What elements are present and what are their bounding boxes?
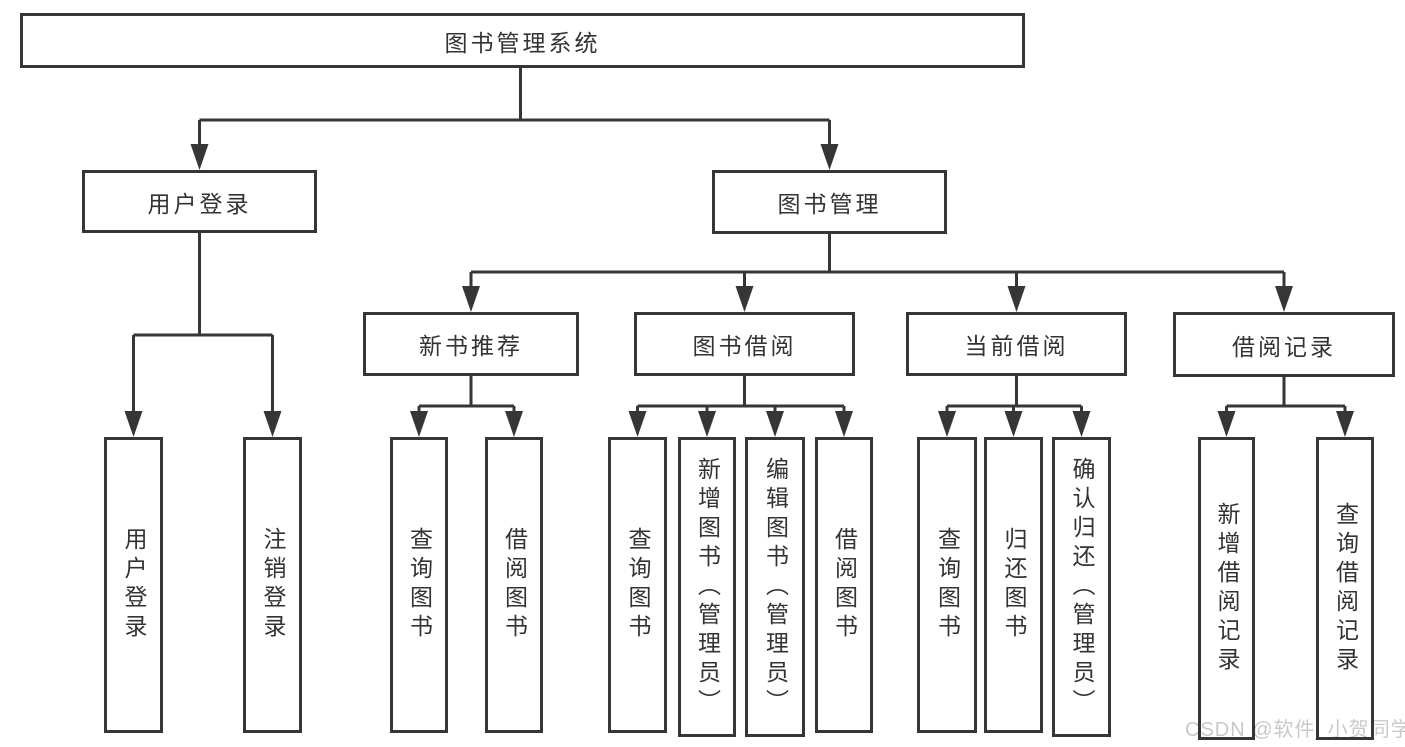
- arrow-down-icon: [1336, 411, 1354, 437]
- leaf-br-query-record-label: 查询借阅记录: [1332, 501, 1359, 676]
- arrow-down-icon: [1004, 411, 1023, 437]
- arrow-down-icon: [505, 411, 523, 437]
- node-root: 图书管理系统: [20, 13, 1025, 68]
- leaf-bb-query-books: 查询图书: [608, 437, 667, 733]
- leaf-cb-query-books: 查询图书: [917, 437, 977, 733]
- node-book-management-label: 图书管理: [777, 191, 882, 217]
- node-book-borrowing-label: 图书借阅: [692, 333, 797, 359]
- leaf-bb-borrow-books-label: 借阅图书: [831, 527, 858, 643]
- leaf-bb-edit-book-admin-label: 编辑图书（管理员）: [762, 456, 789, 718]
- connector-book-management: [462, 234, 1293, 312]
- connector-root: [190, 68, 839, 170]
- leaf-br-add-record-label: 新增借阅记录: [1214, 501, 1240, 676]
- connector-current-borrowing: [938, 376, 1091, 437]
- leaf-nbr-borrow-books-label: 借阅图书: [501, 527, 528, 643]
- leaf-cb-confirm-return-admin: 确认归还（管理员）: [1052, 437, 1111, 737]
- leaf-cb-return-books-label: 归还图书: [1001, 527, 1027, 643]
- leaf-bb-add-book-admin-label: 新增图书（管理员）: [694, 456, 721, 718]
- leaf-cb-return-books: 归还图书: [984, 437, 1043, 733]
- leaf-nbr-query-books-label: 查询图书: [406, 527, 433, 643]
- node-current-borrowing-label: 当前借阅: [964, 333, 1069, 359]
- arrow-down-icon: [410, 411, 428, 437]
- arrow-down-icon: [462, 286, 480, 312]
- arrow-down-icon: [1217, 411, 1236, 437]
- leaf-bb-edit-book-admin: 编辑图书（管理员）: [745, 437, 805, 737]
- arrow-down-icon: [190, 144, 209, 170]
- arrow-down-icon: [1072, 411, 1091, 437]
- node-current-borrowing: 当前借阅: [906, 312, 1127, 376]
- arrow-down-icon: [735, 286, 754, 312]
- leaf-user-login-label: 用户登录: [121, 527, 147, 643]
- arrow-down-icon: [938, 411, 956, 437]
- watermark: CSDN @软件_小贺同学: [1185, 719, 1405, 741]
- node-borrowing-records-label: 借阅记录: [1232, 333, 1336, 360]
- node-new-book-recommendation-label: 新书推荐: [419, 333, 523, 359]
- leaf-bb-borrow-books: 借阅图书: [815, 437, 873, 733]
- arrow-down-icon: [263, 411, 282, 437]
- leaf-br-query-record: 查询借阅记录: [1316, 437, 1374, 740]
- node-user-login: 用户登录: [82, 170, 317, 233]
- arrow-down-icon: [835, 411, 853, 437]
- connector-book-borrowing: [628, 376, 853, 437]
- node-root-label: 图书管理系统: [444, 29, 601, 56]
- leaf-logout: 注销登录: [243, 437, 302, 733]
- arrow-down-icon: [820, 144, 839, 170]
- node-borrowing-records: 借阅记录: [1173, 312, 1395, 377]
- leaf-logout-label: 注销登录: [260, 527, 286, 643]
- leaf-nbr-query-books: 查询图书: [390, 437, 448, 733]
- arrow-down-icon: [628, 411, 647, 437]
- leaf-user-login: 用户登录: [104, 437, 163, 733]
- node-book-management: 图书管理: [712, 170, 947, 234]
- node-user-login-label: 用户登录: [147, 190, 252, 217]
- node-new-book-recommendation: 新书推荐: [363, 312, 579, 376]
- connector-user-login: [124, 233, 282, 437]
- connector-borrowing-records: [1217, 377, 1354, 437]
- leaf-br-add-record: 新增借阅记录: [1198, 437, 1255, 740]
- arrow-down-icon: [1275, 286, 1293, 312]
- arrow-down-icon: [766, 411, 784, 437]
- connector-new-book-recommendation: [410, 376, 523, 437]
- arrow-down-icon: [698, 411, 716, 437]
- leaf-bb-add-book-admin: 新增图书（管理员）: [678, 437, 736, 737]
- leaf-cb-query-books-label: 查询图书: [934, 527, 961, 643]
- leaf-cb-confirm-return-admin-label: 确认归还（管理员）: [1069, 456, 1095, 718]
- leaf-nbr-borrow-books: 借阅图书: [485, 437, 543, 733]
- leaf-bb-query-books-label: 查询图书: [625, 527, 651, 643]
- arrow-down-icon: [1007, 286, 1026, 312]
- arrow-down-icon: [124, 411, 143, 437]
- node-book-borrowing: 图书借阅: [634, 312, 855, 376]
